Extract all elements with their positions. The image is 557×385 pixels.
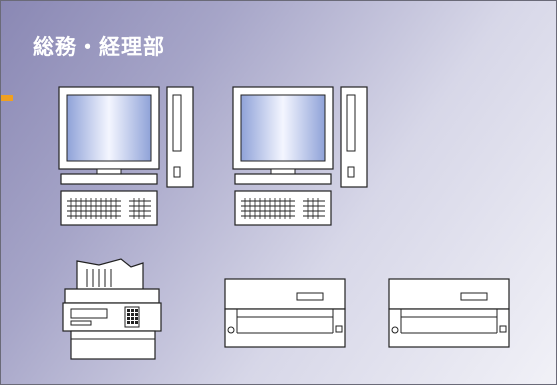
desktop-computer-icon bbox=[232, 86, 368, 226]
desktop-computer-icon bbox=[58, 86, 194, 226]
printer-icon bbox=[388, 278, 510, 348]
printer-icon bbox=[224, 278, 346, 348]
accent-marker bbox=[1, 95, 13, 101]
department-title: 総務・経理部 bbox=[33, 35, 165, 59]
fax-machine-icon bbox=[62, 258, 162, 360]
